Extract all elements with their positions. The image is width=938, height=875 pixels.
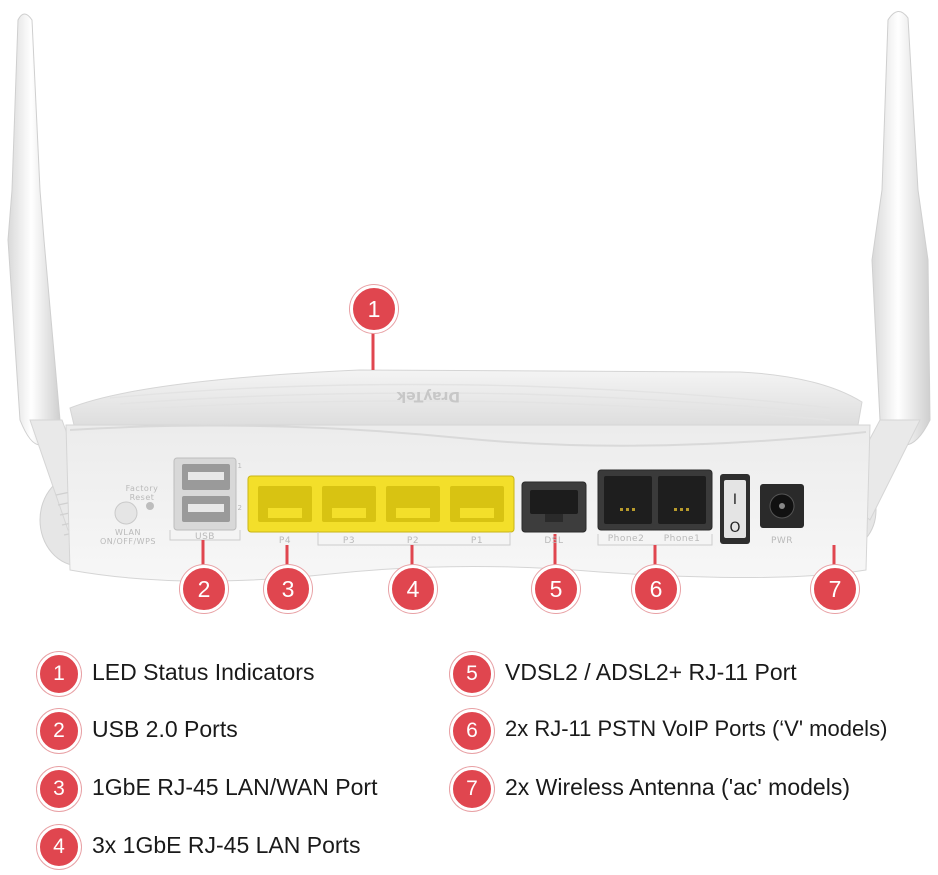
dsl-port[interactable] (521, 481, 587, 533)
callout-badge-6: 6 (632, 565, 680, 613)
lan-label-p2: P2 (406, 536, 420, 546)
legend-text-2: USB 2.0 Ports (92, 716, 238, 742)
lan-label-p3: P3 (342, 536, 356, 546)
factory-reset-pinhole[interactable] (146, 502, 154, 510)
legend-badge-1: 1 (37, 652, 81, 696)
dsl-label: DSL (544, 536, 564, 546)
legend-badge-5: 5 (450, 652, 494, 696)
legend-badge-4: 4 (37, 825, 81, 869)
legend-text-6: 2x RJ-11 PSTN VoIP Ports (‘V' models) (505, 716, 888, 741)
lan-label-p1: P1 (470, 536, 484, 546)
wlan-label: WLAN ON/OFF/WPS (100, 528, 156, 546)
router-illustration: DrayTek (7, 11, 931, 613)
callout-badge-7: 7 (811, 565, 859, 613)
pwr-label: PWR (770, 536, 794, 546)
phone-port-1[interactable] (658, 476, 706, 524)
brand-logo: DrayTek (396, 388, 460, 404)
lan-port-group (247, 475, 515, 546)
legend-badge-6: 6 (450, 709, 494, 753)
legend-text-3: 1GbE RJ-45 LAN/WAN Port (92, 774, 378, 800)
router-image: DrayTek (7, 11, 931, 582)
callout-badge-5: 5 (532, 565, 580, 613)
callout-badge-4: 4 (389, 565, 437, 613)
legend-text-5: VDSL2 / ADSL2+ RJ-11 Port (505, 659, 797, 685)
phone1-label: Phone1 (663, 534, 701, 544)
usb-port-number-1: 1 (237, 462, 243, 470)
callout-badge-3: 3 (264, 565, 312, 613)
phone-port-group (597, 469, 713, 546)
power-switch[interactable]: I O (720, 474, 750, 544)
callout-lines (201, 330, 836, 568)
usb-port-number-2: 2 (237, 504, 243, 512)
usb-label: USB (195, 532, 215, 542)
legend-badge-2: 2 (37, 709, 81, 753)
svg-text:O: O (729, 520, 740, 536)
callout-badge-1: 1 (350, 285, 398, 333)
wlan-button[interactable] (114, 501, 138, 525)
callout-badge-2: 2 (180, 565, 228, 613)
factory-reset-label: Factory Reset (125, 484, 159, 502)
usb-port-group (169, 457, 241, 541)
power-jack[interactable] (760, 484, 804, 528)
legend-badge-3: 3 (37, 767, 81, 811)
phone-port-2[interactable] (604, 476, 652, 524)
legend-text-7: 2x Wireless Antenna ('ac' models) (505, 774, 850, 800)
svg-text:I: I (733, 492, 737, 508)
phone2-label: Phone2 (607, 534, 645, 544)
legend-text-4: 3x 1GbE RJ-45 LAN Ports (92, 832, 361, 858)
legend-text-1: LED Status Indicators (92, 659, 315, 685)
legend-badge-7: 7 (450, 767, 494, 811)
lan-label-p4: P4 (278, 536, 292, 546)
